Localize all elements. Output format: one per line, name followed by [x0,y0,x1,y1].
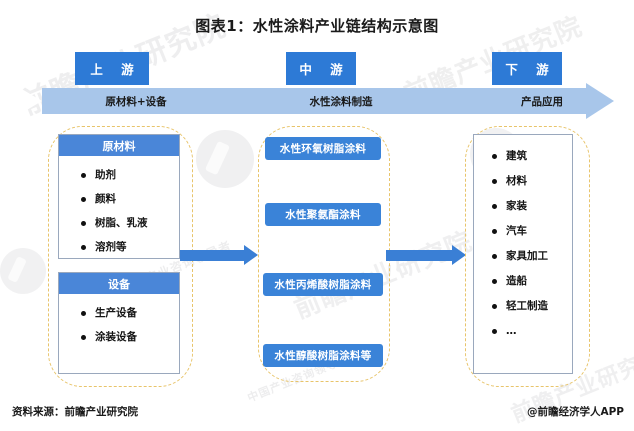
list-item-label: 家装 [506,200,527,213]
card-body-raw-materials: 助剂 颜料 树脂、乳液 溶剂等 [59,156,179,263]
list-item-label: 树脂、乳液 [95,216,148,229]
list-item: 助剂 [59,163,179,187]
upstream-card-raw-materials: 原材料 助剂 颜料 树脂、乳液 溶剂等 [58,134,180,259]
band-body [42,88,590,114]
list-item-label: 涂装设备 [95,330,137,343]
bullet-dot [81,196,86,202]
downstream-container [465,126,590,387]
list-item-label: 生产设备 [95,306,137,319]
bullet-dot [492,154,497,159]
arrow-head [452,245,466,265]
midstream-pill-acrylic: 水性丙烯酸树脂涂料 [263,273,383,296]
list-item: 建筑 [474,144,572,169]
midstream-pill-epoxy: 水性环氧树脂涂料 [265,137,381,160]
bullet-dot [492,254,497,259]
connector-arrow-upstream-to-midstream [180,245,258,265]
band-label-midstream: 水性涂料制造 [309,95,373,108]
list-item: 溶剂等 [59,235,179,259]
bullet-dot [492,329,497,334]
midstream-pill-alkyd: 水性醇酸树脂涂料等 [263,344,383,367]
list-item-label: … [506,325,517,338]
list-item: 树脂、乳液 [59,211,179,235]
watermark-logo [196,130,254,188]
list-item-label: 助剂 [95,168,116,181]
connector-arrow-midstream-to-downstream [386,245,466,265]
arrow-shaft [386,250,452,261]
bullet-dot [81,310,86,316]
card-body-equipment: 生产设备 涂装设备 [59,294,179,353]
list-item: 生产设备 [59,301,179,325]
list-item-label: 溶剂等 [95,240,127,253]
stage-box-midstream: 中 游 [286,52,356,85]
list-item-label: 汽车 [506,225,527,238]
list-item-label: 造船 [506,275,527,288]
arrow-shaft [180,250,244,261]
watermark-logo [0,248,46,294]
bullet-dot [492,229,497,234]
band-label-upstream: 原材料+设备 [105,95,167,108]
equipment-list: 生产设备 涂装设备 [59,301,179,349]
bullet-dot [81,172,86,178]
band-label-downstream: 产品应用 [521,95,563,108]
value-chain-arrow-band: 原材料+设备 水性涂料制造 产品应用 [20,83,614,119]
stage-box-downstream: 下 游 [492,52,562,85]
card-body-applications: 建筑 材料 家装 汽车 家具加工 [474,135,572,348]
list-item-label: 材料 [506,175,527,188]
list-item: 造船 [474,269,572,294]
list-item: 涂装设备 [59,325,179,349]
band-arrowhead [586,83,614,119]
list-item-label: 轻工制造 [506,300,548,313]
bullet-dot [81,244,86,250]
upstream-card-equipment: 设备 生产设备 涂装设备 [58,272,180,374]
stage-box-upstream: 上 游 [75,52,149,85]
bullet-dot [81,334,86,340]
source-note: 资料来源：前瞻产业研究院 [12,406,138,418]
band-tail-notch [20,88,42,114]
list-item-label: 建筑 [506,150,527,163]
bullet-dot [492,179,497,184]
page-title: 图表1：水性涂料产业链结构示意图 [195,17,439,35]
list-item: 颜料 [59,187,179,211]
list-item: 家装 [474,194,572,219]
list-item-label: 颜料 [95,192,116,205]
list-item-label: 家具加工 [506,250,548,263]
list-item: … [474,319,572,344]
bullet-dot [492,279,497,284]
list-item: 材料 [474,169,572,194]
bullet-dot [492,204,497,209]
downstream-card-applications: 建筑 材料 家装 汽车 家具加工 [473,134,573,374]
list-item: 轻工制造 [474,294,572,319]
bullet-dot [492,304,497,309]
list-item: 家具加工 [474,244,572,269]
raw-materials-list: 助剂 颜料 树脂、乳液 溶剂等 [59,163,179,259]
applications-list: 建筑 材料 家装 汽车 家具加工 [474,144,572,344]
credit-note: @前瞻经济学人APP [526,406,624,418]
midstream-pill-polyurethane: 水性聚氨酯涂料 [265,203,381,226]
card-header-equipment: 设备 [59,273,179,294]
card-header-raw-materials: 原材料 [59,135,179,156]
arrow-head [244,245,258,265]
bullet-dot [81,220,86,226]
list-item: 汽车 [474,219,572,244]
